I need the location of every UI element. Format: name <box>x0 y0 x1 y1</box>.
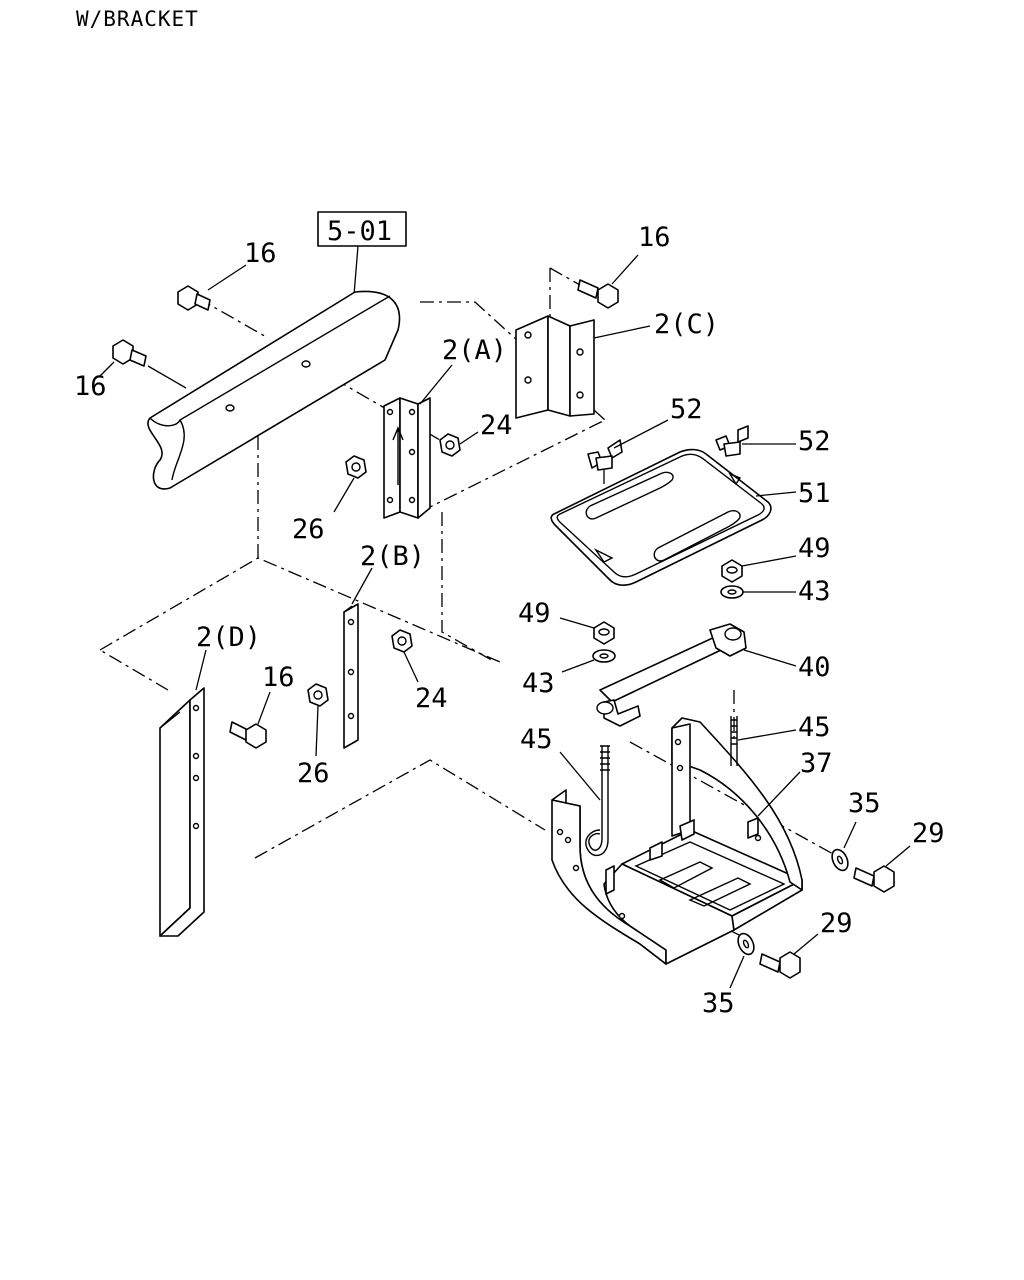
label-2a: 2(A) <box>442 335 507 366</box>
bracket-2b[interactable] <box>343 603 359 749</box>
nut-49-left[interactable] <box>593 621 615 645</box>
label-16-lower: 16 <box>262 662 295 693</box>
label-24-lower: 24 <box>415 683 448 714</box>
leader-26-upper <box>333 477 355 513</box>
leader-52-left <box>613 419 669 449</box>
rod-45-right[interactable] <box>730 716 738 766</box>
leader-2c <box>593 325 651 339</box>
label-2c: 2(C) <box>654 309 719 340</box>
reference-box[interactable]: 5-01 <box>317 211 407 247</box>
nut-24-lower[interactable] <box>391 629 413 653</box>
frame-rail[interactable] <box>147 290 401 490</box>
label-51: 51 <box>798 478 831 509</box>
label-43-left: 43 <box>522 668 555 699</box>
label-2d: 2(D) <box>196 622 261 653</box>
assembly-lines <box>99 267 836 939</box>
clamp-40[interactable] <box>596 623 747 727</box>
washer-43-right[interactable] <box>720 585 744 599</box>
cover-51[interactable] <box>550 448 772 586</box>
label-35-lower: 35 <box>702 988 735 1019</box>
reference-leader <box>353 245 359 296</box>
label-45-right: 45 <box>798 712 831 743</box>
washer-43-left[interactable] <box>592 649 616 663</box>
washer-35-lower[interactable] <box>735 931 757 957</box>
nut-24-upper[interactable] <box>439 433 461 457</box>
nut-26-upper[interactable] <box>345 455 367 479</box>
wingnut-52-right[interactable] <box>715 425 749 457</box>
leader-16-right <box>611 254 639 285</box>
leader-49-right <box>741 555 797 567</box>
leader-29-lower <box>793 933 819 955</box>
leader-2b <box>351 567 373 605</box>
leader-16-lower <box>257 691 271 725</box>
label-24-upper: 24 <box>480 410 513 441</box>
label-26-lower: 26 <box>297 758 330 789</box>
label-43-right: 43 <box>798 576 831 607</box>
label-49-right: 49 <box>798 533 831 564</box>
reference-label: 5-01 <box>327 216 392 247</box>
leader-16-left-line <box>147 365 187 389</box>
leader-16-left <box>99 361 115 377</box>
label-29-lower: 29 <box>820 908 853 939</box>
label-16-right: 16 <box>638 222 671 253</box>
leader-29-right <box>885 845 911 867</box>
bolt-29-right[interactable] <box>853 865 895 893</box>
bolt-29-lower[interactable] <box>759 951 801 979</box>
label-16-top: 16 <box>244 238 277 269</box>
label-49-left: 49 <box>518 598 551 629</box>
tray-37[interactable] <box>551 717 803 965</box>
bolt-16-right[interactable] <box>577 279 619 309</box>
leader-40 <box>743 649 797 667</box>
bracket-2d[interactable] <box>159 687 205 937</box>
label-40: 40 <box>798 652 831 683</box>
nut-49-right[interactable] <box>721 559 743 583</box>
label-35-right: 35 <box>848 788 881 819</box>
leader-2a <box>419 364 453 405</box>
wingnut-52-left[interactable] <box>587 439 623 471</box>
label-29-right: 29 <box>912 818 945 849</box>
leader-26-lower <box>315 705 319 757</box>
leader-51 <box>755 491 797 497</box>
leader-45-right <box>737 729 797 741</box>
nut-26-lower[interactable] <box>307 683 329 707</box>
leader-35-lower <box>729 955 745 989</box>
leader-24-upper <box>459 431 479 445</box>
leader-45-left <box>559 751 601 801</box>
leader-16-top <box>207 264 247 291</box>
leader-49-left <box>559 617 595 629</box>
bracket-2a[interactable] <box>383 397 431 519</box>
washer-35-right[interactable] <box>829 847 851 873</box>
bracket-2c[interactable] <box>515 315 595 419</box>
bolt-16-lower[interactable] <box>229 721 267 749</box>
label-26-upper: 26 <box>292 514 325 545</box>
leader-43-left <box>561 659 595 673</box>
label-45-left: 45 <box>520 724 553 755</box>
label-16-left: 16 <box>74 371 107 402</box>
label-52-right: 52 <box>798 426 831 457</box>
leader-35-right <box>843 821 857 849</box>
rod-45-left[interactable] <box>585 745 610 857</box>
label-2b: 2(B) <box>360 541 425 572</box>
leader-37 <box>757 771 801 817</box>
diagram-title: W/BRACKET <box>76 7 199 31</box>
bolt-16-top[interactable] <box>177 285 211 311</box>
leader-24-lower <box>403 651 419 683</box>
label-37: 37 <box>800 748 833 779</box>
bolt-16-left[interactable] <box>112 339 147 367</box>
leader-2d <box>195 649 207 691</box>
label-52-left: 52 <box>670 394 703 425</box>
